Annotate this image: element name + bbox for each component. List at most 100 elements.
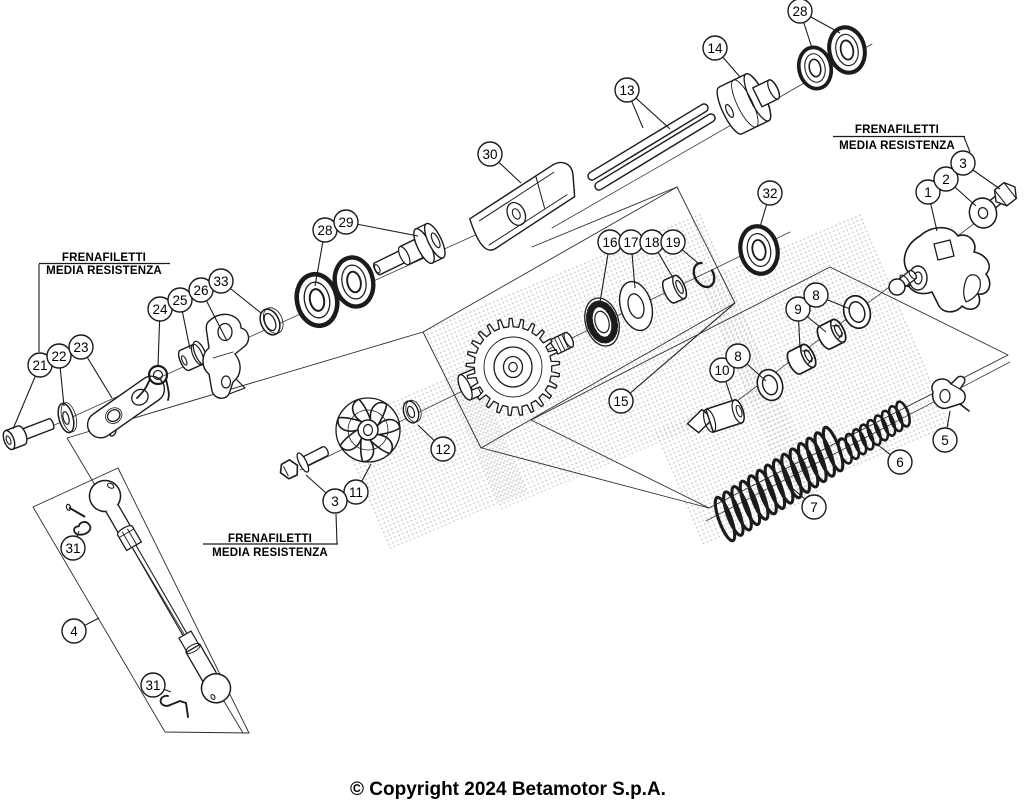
callout-3-bottom: 3 xyxy=(305,474,348,514)
construction-segments xyxy=(66,186,710,734)
callout-number-32: 32 xyxy=(762,186,777,201)
callout-number-17: 17 xyxy=(623,235,638,250)
callout-number-1: 1 xyxy=(924,185,932,200)
box-rod-assembly xyxy=(32,467,250,734)
callout-3-top: 3 xyxy=(950,150,1001,190)
callout-number-13: 13 xyxy=(619,83,634,98)
note-label-line1: FRENAFILETTI xyxy=(62,252,146,264)
callout-24: 24 xyxy=(147,296,173,367)
callout-number-25: 25 xyxy=(172,293,187,308)
callout-number-18: 18 xyxy=(644,235,659,250)
part-needle-bearing-16 xyxy=(584,297,620,347)
part-clip-31-upper xyxy=(65,503,92,536)
construction-boxes xyxy=(32,186,1009,734)
part-keeper-5 xyxy=(931,375,970,412)
part-bracket-26 xyxy=(202,313,250,399)
note-label-bottom: FRENAFILETTI MEDIA RESISTENZA xyxy=(203,513,338,559)
callout-number-7: 7 xyxy=(810,500,818,515)
callout-number-24: 24 xyxy=(152,302,168,317)
callout-2: 2 xyxy=(933,166,977,207)
part-spring-7 xyxy=(713,425,845,543)
note-label-line1: FRENAFILETTI xyxy=(228,533,312,545)
part-collar-33 xyxy=(259,307,284,336)
note-label-top-right: FRENAFILETTI MEDIA RESISTENZA xyxy=(833,124,971,153)
callout-25: 25 xyxy=(167,287,193,350)
note-label-line1: FRENAFILETTI xyxy=(855,124,939,136)
part-plate-23 xyxy=(86,375,166,439)
callout-30: 30 xyxy=(477,141,522,184)
part-shaft-29 xyxy=(372,222,446,276)
callout-number-28-left: 28 xyxy=(317,223,332,238)
callout-22: 22 xyxy=(46,343,72,407)
callout-19: 19 xyxy=(660,229,699,264)
callout-number-22: 22 xyxy=(51,349,66,364)
callout-5: 5 xyxy=(932,410,958,453)
watermark-halftone xyxy=(337,212,951,550)
part-pulley-14 xyxy=(716,73,781,135)
callout-number-5: 5 xyxy=(941,433,949,448)
copyright-text: © Copyright 2024 Betamotor S.p.A. xyxy=(350,779,666,800)
callout-number-11: 11 xyxy=(349,485,363,500)
callout-26: 26 xyxy=(188,277,228,342)
part-impeller-11 xyxy=(335,397,401,463)
callout-6: 6 xyxy=(877,444,913,475)
callout-31-upper: 31 xyxy=(60,530,86,561)
note-label-line2: MEDIA RESISTENZA xyxy=(839,140,955,152)
part-rod-4 xyxy=(88,479,232,704)
part-clip-31-lower xyxy=(159,694,189,718)
callout-12: 12 xyxy=(417,424,456,462)
part-bolt-21 xyxy=(2,418,55,451)
callout-21: 21 xyxy=(12,352,53,430)
callout-number-30: 30 xyxy=(482,147,497,162)
callout-10: 10 xyxy=(709,357,735,401)
callout-4: 4 xyxy=(61,617,100,644)
callout-number-23: 23 xyxy=(73,340,88,355)
callout-number-6: 6 xyxy=(896,455,904,470)
callout-33: 33 xyxy=(208,268,262,314)
callout-number-21: 21 xyxy=(32,358,47,373)
callout-number-8-lower: 8 xyxy=(734,349,742,364)
part-washer-17 xyxy=(618,280,654,332)
callout-number-12: 12 xyxy=(435,442,450,457)
callout-number-31-lower: 31 xyxy=(145,678,160,693)
callout-number-8-upper: 8 xyxy=(812,288,820,303)
callout-number-10: 10 xyxy=(714,363,729,378)
part-rods-13 xyxy=(587,103,716,191)
callout-31-lower: 31 xyxy=(140,672,172,698)
callout-7: 7 xyxy=(790,486,827,520)
callout-number-4: 4 xyxy=(70,624,78,639)
callout-number-15: 15 xyxy=(613,394,628,409)
callout-number-26: 26 xyxy=(193,283,208,298)
part-washer-12 xyxy=(402,399,422,424)
callout-number-16: 16 xyxy=(602,235,617,250)
callout-number-29: 29 xyxy=(338,215,353,230)
note-label-line2: MEDIA RESISTENZA xyxy=(46,265,162,277)
callout-number-31-upper: 31 xyxy=(65,541,80,556)
part-washer-22 xyxy=(57,402,78,434)
part-power-valve-30 xyxy=(469,161,576,251)
callout-29: 29 xyxy=(333,209,419,237)
callout-32: 32 xyxy=(757,180,783,228)
part-lever-10 xyxy=(686,399,745,434)
callout-number-9: 9 xyxy=(794,302,802,317)
box-valve-chain xyxy=(530,266,1009,509)
callout-number-2: 2 xyxy=(942,172,950,187)
callout-number-33: 33 xyxy=(213,274,228,289)
callout-13: 13 xyxy=(614,77,671,130)
note-label-line2: MEDIA RESISTENZA xyxy=(212,547,328,559)
callout-9: 9 xyxy=(785,296,827,349)
part-flange-bolt-3-bottom xyxy=(279,445,329,480)
callout-14: 14 xyxy=(702,35,741,78)
callout-15: 15 xyxy=(608,302,736,414)
callout-number-3-bottom: 3 xyxy=(331,494,339,509)
callout-1: 1 xyxy=(915,179,941,232)
callout-23: 23 xyxy=(68,334,113,399)
callout-28-top: 28 xyxy=(787,0,841,49)
part-snap-ring-19 xyxy=(692,261,716,289)
callout-number-19: 19 xyxy=(665,235,680,250)
callout-16: 16 xyxy=(597,229,623,303)
callout-number-3-top: 3 xyxy=(959,156,967,171)
callout-8-upper: 8 xyxy=(803,282,851,310)
